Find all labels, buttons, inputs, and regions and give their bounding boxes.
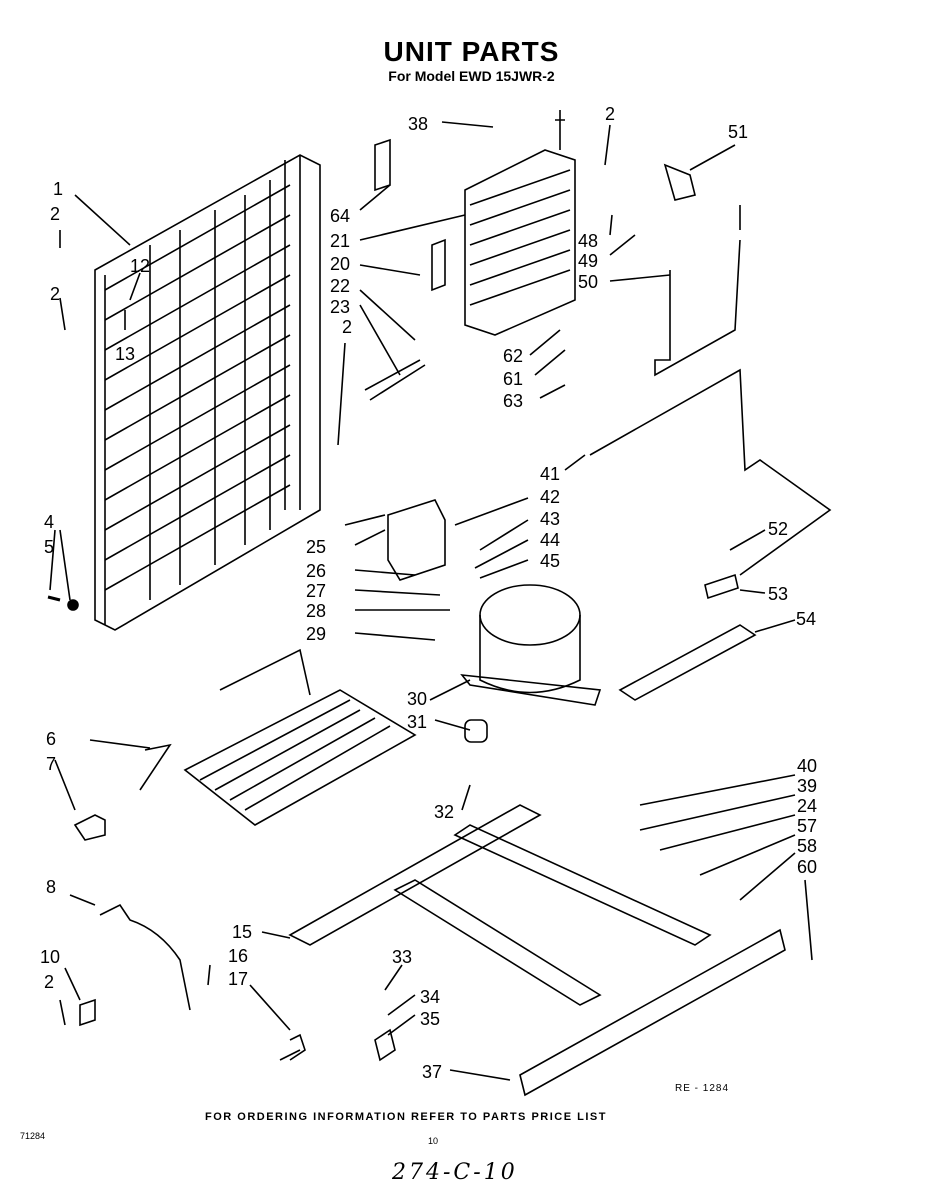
callout: 61	[503, 369, 523, 389]
callout: 22	[330, 276, 350, 296]
callout: 51	[728, 122, 748, 142]
part-17	[279, 1033, 306, 1061]
callout: 63	[503, 391, 523, 411]
callout: 1	[53, 179, 63, 199]
part-35	[374, 1028, 396, 1062]
wire-25	[344, 514, 386, 526]
page-title: UNIT PARTS	[383, 36, 560, 67]
callout: 41	[540, 464, 560, 484]
callout: 42	[540, 487, 560, 507]
clip-10	[79, 998, 96, 1027]
callout: 20	[330, 254, 350, 274]
callout: 2	[605, 104, 615, 124]
bracket-7	[73, 814, 106, 841]
callout: 32	[434, 802, 454, 822]
callout: 38	[408, 114, 428, 134]
part-20	[431, 238, 446, 292]
callout: 50	[578, 272, 598, 292]
callout: 58	[797, 836, 817, 856]
callout: 57	[797, 816, 817, 836]
document-code: 71284	[20, 1131, 46, 1141]
callout: 30	[407, 689, 427, 709]
callout: 33	[392, 947, 412, 967]
callout: 21	[330, 231, 350, 251]
condenser-coil	[47, 154, 321, 631]
callout: 35	[420, 1009, 440, 1029]
drier-23	[364, 359, 426, 401]
evaporator-coil	[464, 110, 576, 336]
relay-26	[387, 499, 446, 581]
callout: 2	[44, 972, 54, 992]
callout: 45	[540, 551, 560, 571]
revision-code: RE - 1284	[675, 1083, 730, 1094]
callout: 2	[50, 204, 60, 224]
callout-labels: 1 2 2 12 13 4 5 6 7 8 10 2 16 17 15 33 3…	[40, 104, 817, 1082]
callout: 27	[306, 581, 326, 601]
callout: 8	[46, 877, 56, 897]
callout: 2	[50, 284, 60, 304]
model-subtitle: For Model EWD 15JWR-2	[388, 68, 555, 84]
callout: 34	[420, 987, 440, 1007]
callout: 24	[797, 796, 817, 816]
callout: 29	[306, 624, 326, 644]
callout: 25	[306, 537, 326, 557]
callout: 62	[503, 346, 523, 366]
clip-51	[663, 163, 696, 201]
callout: 26	[306, 561, 326, 581]
callout: 64	[330, 206, 350, 226]
suction-line	[589, 368, 832, 576]
callout: 40	[797, 756, 817, 776]
bracket-64	[374, 138, 391, 192]
callout: 17	[228, 969, 248, 989]
callout: 39	[797, 776, 817, 796]
callout: 49	[578, 251, 598, 271]
line-art	[47, 110, 832, 1097]
condenser-rack	[139, 648, 417, 826]
callout: 53	[768, 584, 788, 604]
callout: 4	[44, 512, 54, 532]
callout: 2	[342, 317, 352, 337]
callout: 13	[115, 344, 135, 364]
part-53	[704, 573, 739, 600]
drain-pan-54	[618, 624, 757, 701]
callout: 23	[330, 297, 350, 317]
ordering-note: FOR ORDERING INFORMATION REFER TO PARTS …	[205, 1111, 607, 1123]
callout: 48	[578, 231, 598, 251]
callout: 31	[407, 712, 427, 732]
callout: 12	[130, 256, 150, 276]
base-frame	[288, 804, 786, 1097]
callout: 52	[768, 519, 788, 539]
compressor	[460, 584, 602, 743]
callout: 54	[796, 609, 816, 629]
callout: 44	[540, 530, 560, 550]
callout: 15	[232, 922, 252, 942]
callout: 7	[46, 754, 56, 774]
handwritten-annotation: 274-C-10	[392, 1160, 518, 1185]
callout: 37	[422, 1062, 442, 1082]
callout: 6	[46, 729, 56, 749]
page-number: 10	[428, 1136, 439, 1146]
callout: 60	[797, 857, 817, 877]
capillary-tube	[654, 205, 741, 377]
power-cord	[99, 903, 191, 1011]
callout: 28	[306, 601, 326, 621]
callout: 16	[228, 946, 248, 966]
callout: 10	[40, 947, 60, 967]
callout: 5	[44, 537, 54, 557]
callout: 43	[540, 509, 560, 529]
